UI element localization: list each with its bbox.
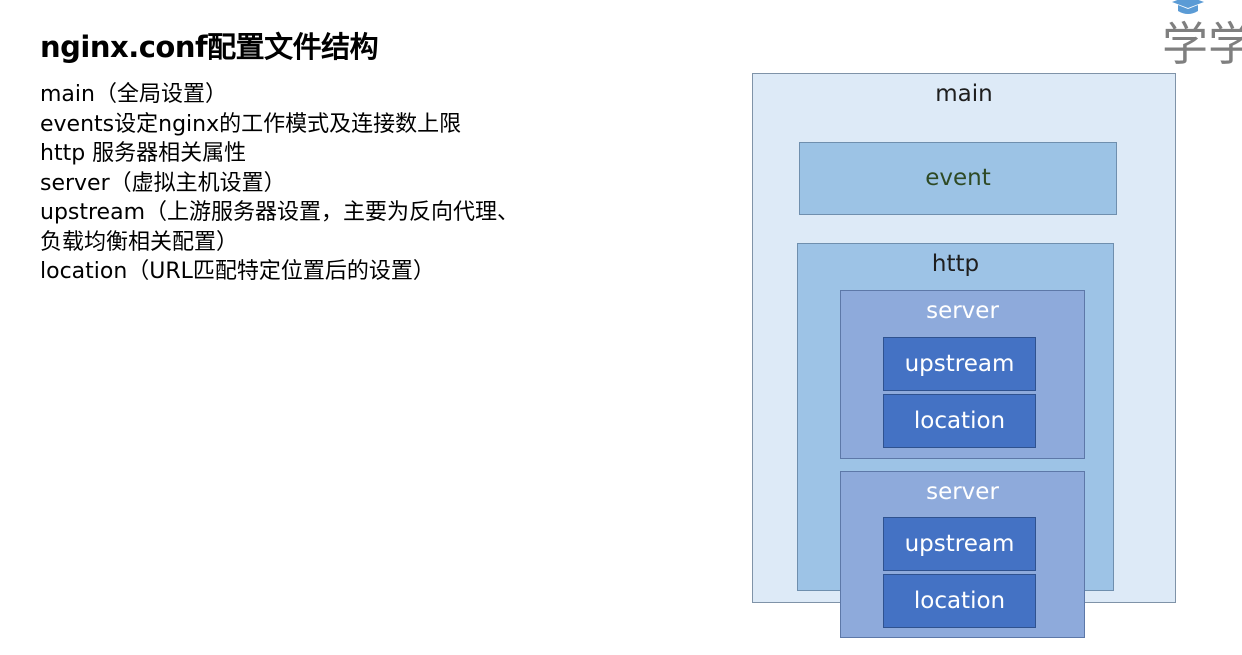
list-item-upstream-cont: 负载均衡相关配置）	[40, 229, 239, 255]
http-label: http	[931, 251, 980, 277]
list-item-server: server（虚拟主机设置）	[40, 170, 286, 196]
event-block: event	[799, 142, 1117, 215]
location-block-1: location	[883, 394, 1036, 448]
list-item-location: location（URL匹配特定位置后的设置）	[40, 259, 435, 284]
list-item-http: http 服务器相关属性	[40, 141, 247, 166]
list-item-main: main（全局设置）	[40, 82, 227, 107]
server-label: server	[926, 298, 999, 324]
location-label: location	[913, 588, 1006, 614]
brand-logo: 学学	[1162, 0, 1242, 68]
logo-text: 学学	[1162, 17, 1242, 68]
main-label: main	[935, 81, 993, 107]
event-label: event	[925, 165, 991, 191]
list-item-upstream: upstream（上游服务器设置，主要为反向代理、	[40, 200, 520, 225]
location-label: location	[913, 408, 1006, 434]
upstream-block-1: upstream	[883, 337, 1036, 391]
server-label: server	[926, 479, 999, 505]
config-section-list: main（全局设置） events设定nginx的工作模式及连接数上限 http…	[40, 80, 660, 287]
list-item-events: events设定nginx的工作模式及连接数上限	[40, 111, 462, 137]
upstream-block-2: upstream	[883, 517, 1036, 571]
upstream-label: upstream	[904, 351, 1015, 377]
upstream-label: upstream	[904, 531, 1015, 557]
location-block-2: location	[883, 574, 1036, 628]
slide-title: nginx.conf配置文件结构	[40, 30, 379, 64]
